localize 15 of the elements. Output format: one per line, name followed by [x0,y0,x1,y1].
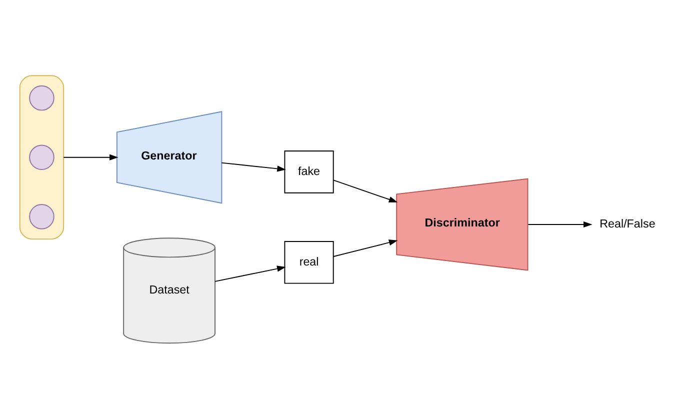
node-box: Discriminator [396,178,528,270]
node-circle [29,84,54,110]
node-box: Generator [116,110,222,204]
node-box: real [284,240,334,284]
arrow [333,179,398,202]
node-circle [29,204,54,229]
arrow [333,239,398,256]
arrow [214,265,286,282]
cluster [19,74,64,240]
node-text: Real/False [600,216,656,230]
node-circle [29,144,54,170]
node-box: fake [284,150,334,193]
arrow [63,154,118,160]
arrow [528,220,592,228]
arrow [221,162,286,172]
